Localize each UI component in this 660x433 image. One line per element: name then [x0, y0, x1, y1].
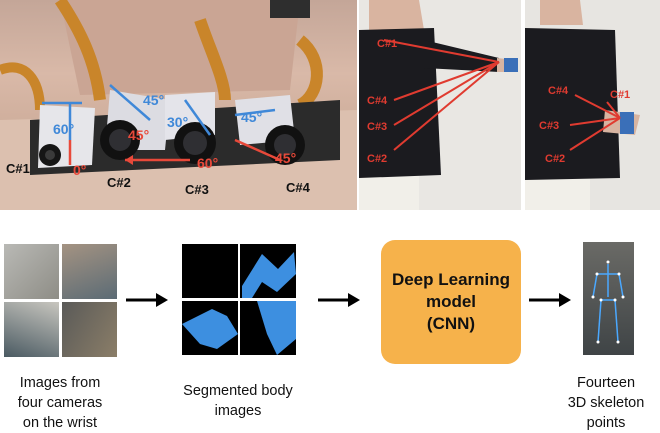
- skeleton-drawing: [591, 260, 625, 344]
- camera-ray-label: C#1: [610, 89, 631, 101]
- side-view-drawing: [359, 0, 518, 210]
- camera-ray-label: C#1: [377, 38, 398, 50]
- angle-label: 45°: [128, 127, 150, 143]
- camera-ray-label: C#2: [367, 153, 388, 165]
- side-view-arm-extended-photo: C#1 C#4 C#3 C#2: [359, 0, 521, 210]
- camera-label: C#2: [107, 175, 131, 190]
- angle-label: 45°: [275, 150, 297, 166]
- raw-camera-images-grid: [4, 244, 117, 357]
- wrist-photo-drawing: [0, 0, 357, 210]
- raw-camera-image: [4, 302, 59, 357]
- camera-label: C#4: [286, 180, 310, 195]
- segmentation-drawing: [182, 244, 296, 355]
- camera-label: C#3: [185, 182, 209, 197]
- cnn-model-box: Deep Learning model (CNN): [381, 240, 521, 364]
- raw-camera-image: [4, 244, 59, 299]
- angle-label: 60°: [53, 121, 75, 137]
- cnn-model-label: Deep Learning model (CNN): [391, 270, 511, 333]
- caption-segmented-images: Segmented body images: [183, 383, 293, 419]
- segmented-images-grid: [182, 244, 296, 355]
- camera-ray-label: C#3: [367, 121, 388, 133]
- arrow-right-icon: [126, 293, 168, 307]
- arrow-right-icon: [529, 293, 571, 307]
- raw-camera-image: [62, 302, 117, 357]
- side-view-arm-bent-photo: C#4 C#1 C#3 C#2: [525, 0, 660, 210]
- camera-ray-label: C#4: [367, 95, 388, 107]
- angle-label: 0°: [73, 162, 87, 178]
- angle-label: 30°: [167, 114, 189, 130]
- camera-ray-label: C#3: [539, 120, 560, 132]
- skeleton-output-image: [583, 242, 634, 355]
- caption-camera-images: Images from four cameras on the wrist: [17, 375, 103, 431]
- camera-ray-label: C#4: [548, 85, 569, 97]
- angle-label: 60°: [197, 155, 219, 171]
- angle-label: 45°: [241, 109, 263, 125]
- wrist-camera-photo: 60° 45° 30° 45° 0° 45° 60° 45° C#1 C#2 C…: [0, 0, 357, 210]
- raw-camera-image: [62, 244, 117, 299]
- camera-label: C#1: [6, 161, 30, 176]
- caption-skeleton-points: Fourteen 3D skeleton points: [567, 375, 645, 431]
- angle-label: 45°: [143, 92, 165, 108]
- side-view-drawing: [525, 0, 640, 210]
- arrow-right-icon: [318, 293, 360, 307]
- camera-ray-label: C#2: [545, 153, 566, 165]
